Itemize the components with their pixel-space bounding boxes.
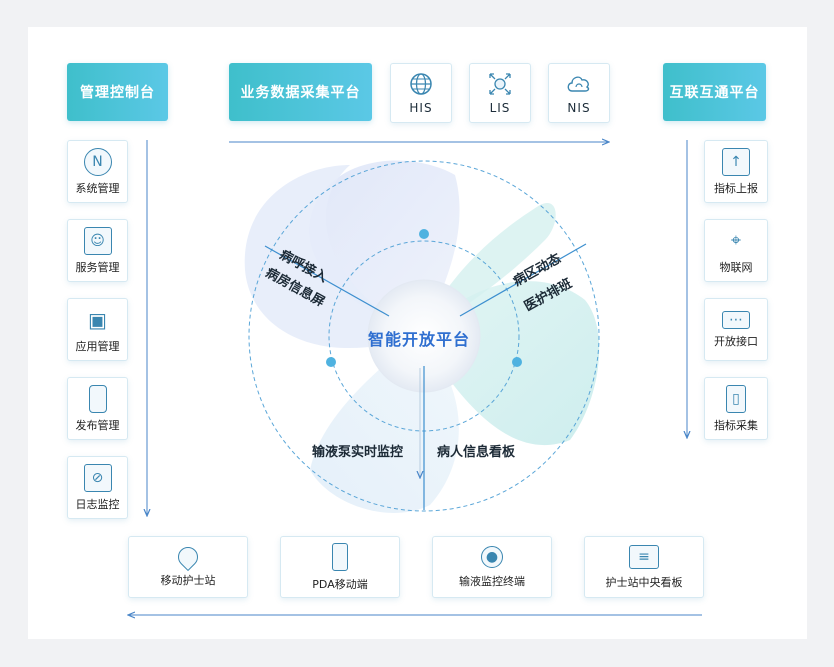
tile-label: 护士站中央看板 [605,575,683,589]
tile-label: 应用管理 [75,339,120,353]
phone-icon [88,384,107,413]
tile-app-management[interactable]: ▣ 应用管理 [67,298,128,361]
tile-publish-management[interactable]: 发布管理 [67,377,128,440]
header-interop: 互联互通平台 [663,63,766,121]
network-arrows-icon [489,73,511,95]
label-patient-board: 病人信息看板 [437,445,516,460]
tile-service-management[interactable]: ☺ 服务管理 [67,219,128,282]
tile-label: PDA移动端 [312,577,368,591]
door-wireless-icon: ▯ [726,384,746,413]
tile-label: 指标上报 [714,181,758,195]
newspaper-icon: ≡ [629,544,659,569]
router-icon: ⋯ [722,310,750,329]
protocol-his: HIS [390,63,452,123]
globe-icon [410,73,432,95]
gear-icon: N [83,147,112,176]
protocol-lis: LIS [469,63,531,123]
swirl-petal-left-outer [244,165,420,349]
tile-indicator-collect[interactable]: ▯ 指标采集 [704,377,768,440]
pda-phone-icon [332,542,348,571]
tile-label: 输液监控终端 [459,574,525,588]
tile-label: 系统管理 [75,181,120,195]
tile-label: 发布管理 [75,418,120,432]
tile-pda-mobile[interactable]: PDA移动端 [280,536,400,598]
tile-label: 日志监控 [75,497,120,511]
tile-indicator-report[interactable]: ↑ 指标上报 [704,140,768,203]
tile-nurse-central-board[interactable]: ≡ 护士站中央看板 [584,536,704,598]
infusion-drop-icon: ● [481,545,503,568]
location-pin-icon [173,542,203,571]
cloud-sync-icon [567,76,590,92]
center-title: 智能开放平台 [368,330,471,349]
android-icon: ▣ [88,307,107,332]
tile-label: 移动护士站 [160,573,216,587]
tile-label: 物联网 [719,260,753,274]
browser-icon: ⊘ [83,463,112,492]
protocol-label: LIS [489,101,511,115]
protocol-label: NIS [567,101,591,115]
tile-label: 指标采集 [714,418,758,432]
header-data-collect: 业务数据采集平台 [229,63,372,121]
protocol-label: HIS [409,101,433,115]
antenna-icon: ⌖ [730,230,742,251]
tile-label: 服务管理 [75,260,120,274]
label-infusion-monitor: 输液泵实时监控 [312,445,404,460]
finder-icon: ☺ [83,226,112,255]
upload-monitor-icon: ↑ [722,147,750,176]
protocol-nis: NIS [548,63,610,123]
header-console: 管理控制台 [67,63,168,121]
tile-log-monitor[interactable]: ⊘ 日志监控 [67,456,128,519]
tile-label: 开放接口 [714,334,758,348]
tile-system-management[interactable]: N 系统管理 [67,140,128,203]
tile-open-api[interactable]: ⋯ 开放接口 [704,298,768,361]
tile-infusion-terminal[interactable]: ● 输液监控终端 [432,536,552,598]
tile-iot[interactable]: ⌖ 物联网 [704,219,768,282]
tile-mobile-nurse-station[interactable]: 移动护士站 [128,536,248,598]
